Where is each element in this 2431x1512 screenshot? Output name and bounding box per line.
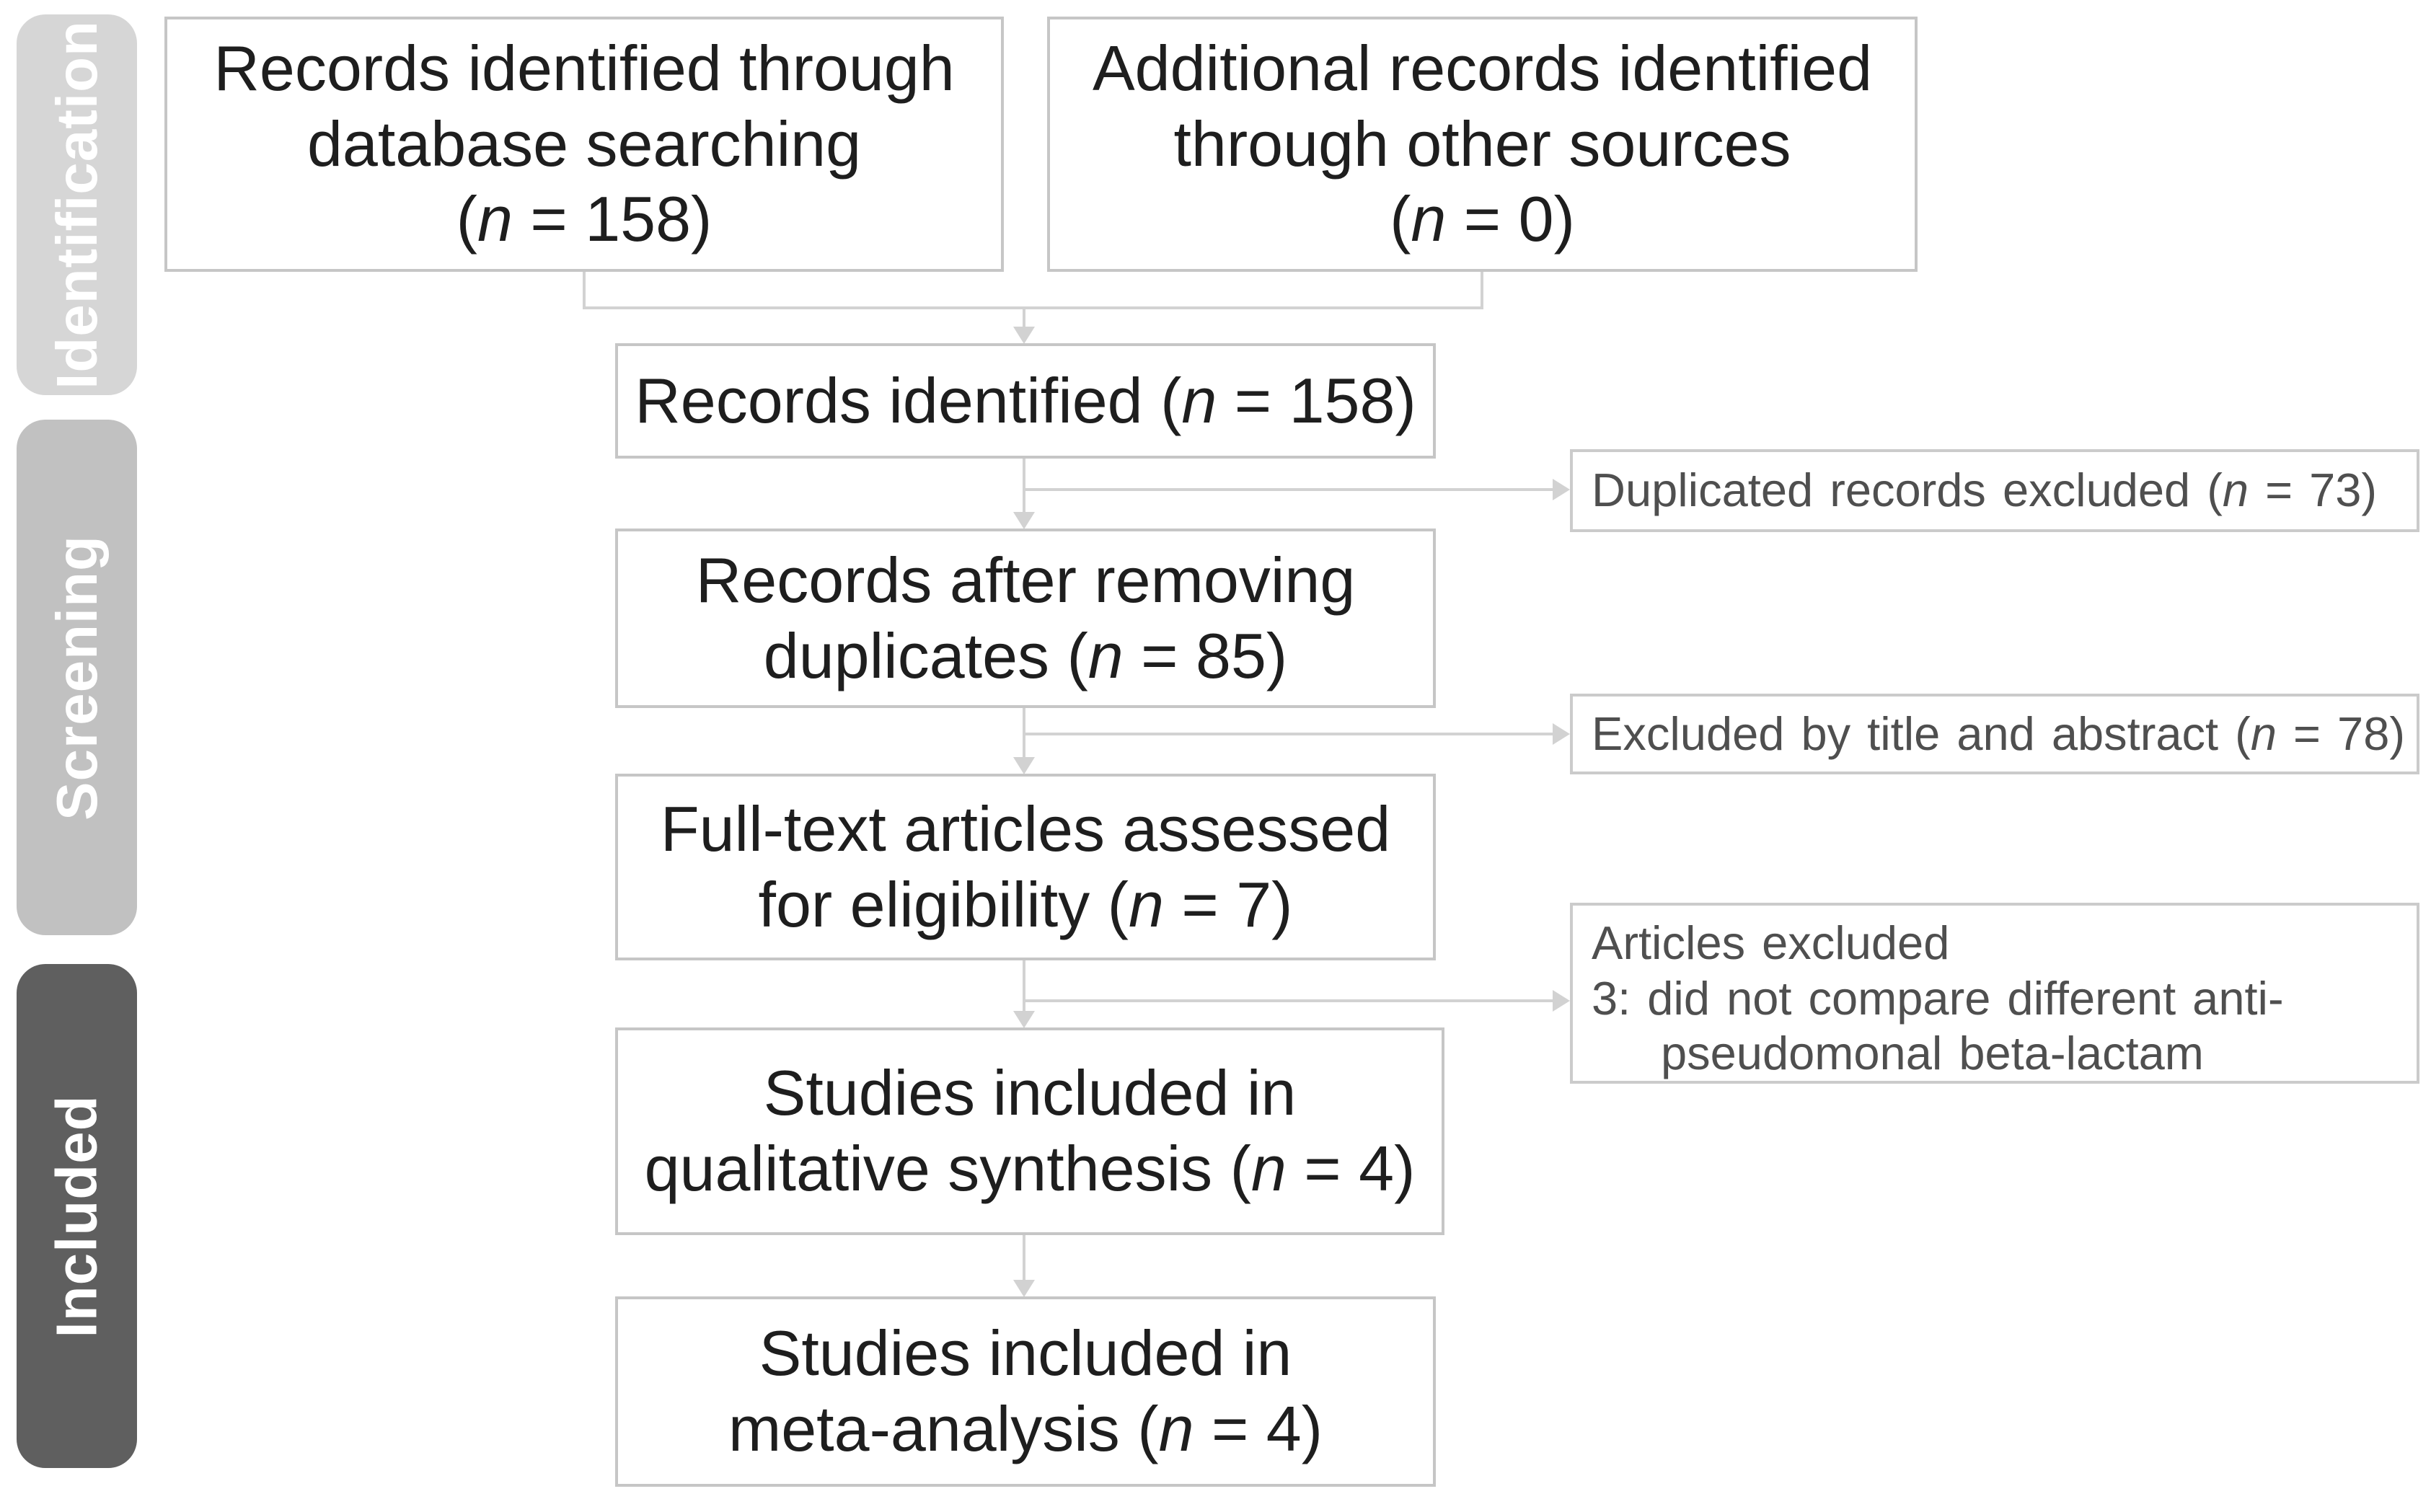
stage-identification-label: Identification [44,20,109,389]
box-duplicated-records-excluded: Duplicated records excluded (n = 73) [1570,449,2419,532]
box-text-line: for eligibility (n = 7) [759,867,1293,943]
text-segment: Studies included in [763,1057,1297,1129]
text-segment: = 0) [1446,183,1575,255]
n-symbol: n [477,183,513,255]
connector-line [1023,459,1025,515]
box-records-database-searching: Records identified through database sear… [164,17,1004,272]
box-records-after-duplicates: Records after removing duplicates (n = 8… [615,529,1436,708]
box-text-line: Records identified through [213,31,954,107]
text-segment: = 85) [1123,619,1288,691]
text-segment: Excluded by title and abstract ( [1592,707,2251,760]
text-segment: database searching [306,107,862,180]
box-text-line: Articles excluded [1592,916,2398,971]
n-symbol: n [1181,364,1217,436]
text-segment: for eligibility ( [758,868,1129,940]
text-segment: Records after removing [695,544,1356,616]
arrow-down-icon [1013,1280,1035,1297]
connector-line [1023,1235,1025,1283]
text-segment: = 73) [2249,464,2378,517]
text-segment: pseudomonal beta-lactam [1661,1027,2204,1080]
text-segment: qualitative synthesis ( [644,1133,1251,1204]
n-symbol: n [2222,464,2249,517]
arrow-down-icon [1013,512,1035,529]
box-text-line: Studies included in [764,1056,1297,1131]
box-text-line: qualitative synthesis (n = 4) [645,1131,1416,1207]
text-segment: Records identified ( [635,364,1182,436]
n-symbol: n [2250,707,2277,760]
arrow-down-icon [1013,1011,1035,1028]
box-text-line: Full-text articles assessed [661,792,1390,867]
box-text-line: Duplicated records excluded (n = 73) [1592,463,2398,518]
stage-screening: Screening [17,420,137,935]
arrow-right-icon [1553,990,1570,1012]
box-text-line: database searching [307,107,861,182]
box-qualitative-synthesis: Studies included in qualitative synthesi… [615,1027,1444,1235]
text-segment: duplicates ( [763,619,1088,691]
text-segment: Records identified through [213,32,955,104]
connector-line [1481,272,1483,308]
text-segment: = 78) [2276,707,2405,760]
text-segment: ( [456,183,477,255]
box-text-line: Records after removing [696,543,1356,619]
text-segment: = 158) [1217,364,1416,436]
stage-included: Included [17,964,137,1468]
box-meta-analysis: Studies included in meta-analysis (n = 4… [615,1296,1436,1487]
stage-included-label: Included [44,1095,109,1338]
connector-line [1023,960,1025,1014]
box-text-line: through other sources [1173,107,1791,182]
n-symbol: n [1250,1133,1287,1204]
box-text-line: (n = 0) [1390,182,1575,257]
connector-line [583,306,1483,309]
box-text-line: Studies included in [759,1316,1292,1392]
text-segment: Duplicated records excluded ( [1592,464,2223,517]
box-additional-records-other-sources: Additional records identified through ot… [1047,17,1918,272]
stage-identification: Identification [17,14,137,395]
box-records-identified: Records identified (n = 158) [615,343,1436,459]
arrow-down-icon [1013,757,1035,774]
text-segment: Additional records identified [1092,32,1873,104]
text-segment: meta-analysis ( [728,1393,1159,1464]
box-text-line: Additional records identified [1093,31,1872,107]
n-symbol: n [1158,1393,1194,1464]
box-fulltext-assessed: Full-text articles assessed for eligibil… [615,774,1436,960]
connector-line [1024,733,1553,735]
n-symbol: n [1087,619,1124,691]
text-segment: Studies included in [759,1317,1292,1389]
box-articles-excluded: Articles excluded 3: did not compare dif… [1570,903,2419,1084]
box-text-line: Excluded by title and abstract (n = 78) [1592,707,2405,762]
text-segment: 3: did not compare different anti- [1592,971,2284,1025]
text-segment: through other sources [1173,107,1791,180]
box-text-line: pseudomonal beta-lactam [1592,1026,2398,1082]
box-text-line: duplicates (n = 85) [764,619,1287,694]
text-segment: = 158) [512,183,712,255]
box-text-line: meta-analysis (n = 4) [728,1392,1323,1467]
box-text-line: 3: did not compare different anti- [1592,971,2398,1027]
text-segment: ( [1390,183,1411,255]
text-segment: = 4) [1286,1133,1416,1204]
connector-line [583,272,586,308]
stage-screening-label: Screening [44,534,109,821]
n-symbol: n [1411,183,1447,255]
arrow-right-icon [1553,479,1570,500]
text-segment: Full-text articles assessed [660,792,1391,865]
box-text-line: (n = 158) [456,182,712,257]
text-segment: = 4) [1194,1393,1323,1464]
text-segment: Articles excluded [1592,916,1950,969]
n-symbol: n [1128,868,1164,940]
arrow-down-icon [1013,327,1035,344]
connector-line [1023,306,1025,330]
arrow-right-icon [1553,723,1570,745]
connector-line [1024,488,1553,491]
connector-line [1024,999,1553,1002]
box-excluded-title-abstract: Excluded by title and abstract (n = 78) [1570,694,2419,774]
text-segment: = 7) [1163,868,1293,940]
box-text-line: Records identified (n = 158) [635,363,1416,439]
